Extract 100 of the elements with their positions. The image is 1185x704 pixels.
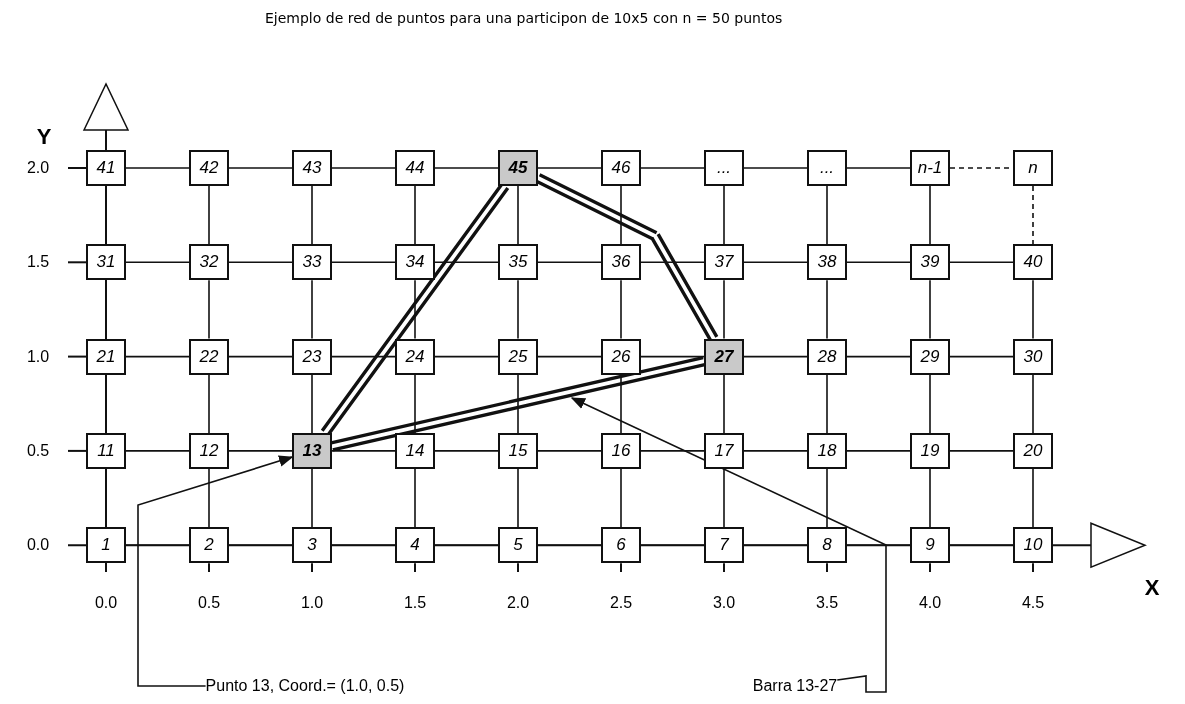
connector-line [228, 167, 293, 169]
tick-label: 1.0 [300, 594, 324, 612]
connector-line [929, 468, 931, 528]
connector-line [228, 261, 293, 264]
connector-line [640, 261, 705, 264]
point-box: 36 [601, 244, 641, 281]
connector-line [537, 261, 602, 264]
point-box: 24 [395, 338, 435, 375]
tick-label: 3.5 [815, 594, 839, 612]
tick-label: 0.5 [197, 594, 221, 612]
connector-line [517, 279, 519, 340]
connector-line [743, 167, 808, 169]
connector-line [517, 185, 519, 246]
connector-line [105, 279, 107, 340]
tick-label: 0.0 [94, 594, 118, 612]
connector-line [208, 185, 210, 246]
diagram-title: Ejemplo de red de puntos para una participon de 10x5 con n = 50 puntos [265, 10, 783, 26]
tick-label: 2.0 [26, 159, 50, 177]
connector-line [723, 279, 725, 340]
point-box: 15 [498, 432, 538, 469]
point-box: 18 [807, 432, 847, 469]
tick-label: 4.5 [1021, 594, 1045, 612]
connector-line [517, 468, 519, 528]
connector-line [537, 355, 602, 358]
connector-line [537, 450, 602, 452]
connector-line [1032, 279, 1034, 340]
point-box: 7 [704, 527, 744, 564]
connector-line [640, 167, 705, 169]
connector-line [826, 185, 828, 246]
point-box: 29 [910, 338, 950, 375]
point-box: 40 [1013, 244, 1053, 281]
point-box: 4 [395, 527, 435, 564]
point-box: 19 [910, 432, 950, 469]
connector-line [929, 185, 931, 246]
leader-line [570, 397, 887, 693]
connector-line [331, 167, 396, 169]
point-box: 22 [189, 338, 229, 375]
point-box: 37 [704, 244, 744, 281]
connector-line [743, 544, 808, 546]
connector-line [723, 468, 725, 528]
tick-label: 1.5 [26, 253, 50, 272]
connector-line [228, 544, 293, 546]
point-box: 42 [189, 150, 229, 186]
point-box: 28 [807, 338, 847, 375]
point-box: 9 [910, 527, 950, 564]
axis-title: Y [36, 124, 52, 150]
point-box: 41 [86, 150, 126, 186]
connector-line [434, 355, 499, 358]
connector-line [537, 167, 602, 169]
connector-line [125, 355, 190, 358]
connector-line [331, 355, 396, 358]
connector-line [434, 450, 499, 452]
connector-line [228, 450, 293, 452]
connector-line [826, 279, 828, 340]
connector-line [949, 261, 1014, 264]
point-box: 46 [601, 150, 641, 186]
connector-line [517, 373, 519, 434]
connector-line [105, 468, 107, 528]
connector-line [331, 261, 396, 264]
connector-line [414, 185, 416, 246]
connector-line [846, 167, 911, 169]
axis-title: X [1144, 575, 1160, 601]
connector-line [414, 279, 416, 340]
point-box: 23 [292, 338, 332, 375]
connector-line [640, 355, 705, 358]
point-box: 32 [189, 244, 229, 281]
connector-line [311, 468, 313, 528]
connector-line [846, 261, 911, 264]
connector-line [125, 261, 190, 264]
point-box: 39 [910, 244, 950, 281]
connector-line [331, 450, 396, 452]
point-box: 25 [498, 338, 538, 375]
connector-line [723, 185, 725, 246]
callout-text: Barra 13-27 [752, 677, 838, 695]
connector-line [949, 355, 1014, 358]
connector-line [723, 373, 725, 434]
callout-text: Punto 13, Coord.= (1.0, 0.5) [205, 677, 405, 695]
tick-label: 3.0 [712, 594, 736, 612]
tick-label: 4.0 [918, 594, 942, 612]
tick-label: 2.5 [609, 594, 633, 612]
connector-line [846, 450, 911, 452]
connector-line [1032, 373, 1034, 434]
tick-label: 0.0 [26, 536, 50, 555]
leader-line [137, 455, 294, 687]
connector-line [125, 544, 190, 546]
connector-line [640, 450, 705, 452]
connector-line [743, 355, 808, 358]
connector-line [929, 279, 931, 340]
connector-line [208, 279, 210, 340]
point-box: ... [807, 150, 847, 186]
point-box: n [1013, 150, 1053, 186]
connector-line [1032, 185, 1034, 246]
connector-line [208, 373, 210, 434]
connector-line [1032, 468, 1034, 528]
connector-line [743, 261, 808, 264]
tick-label: 0.5 [26, 441, 50, 460]
point-box: 10 [1013, 527, 1053, 564]
point-box: 5 [498, 527, 538, 564]
connector-line [311, 185, 313, 246]
connector-line [208, 468, 210, 528]
